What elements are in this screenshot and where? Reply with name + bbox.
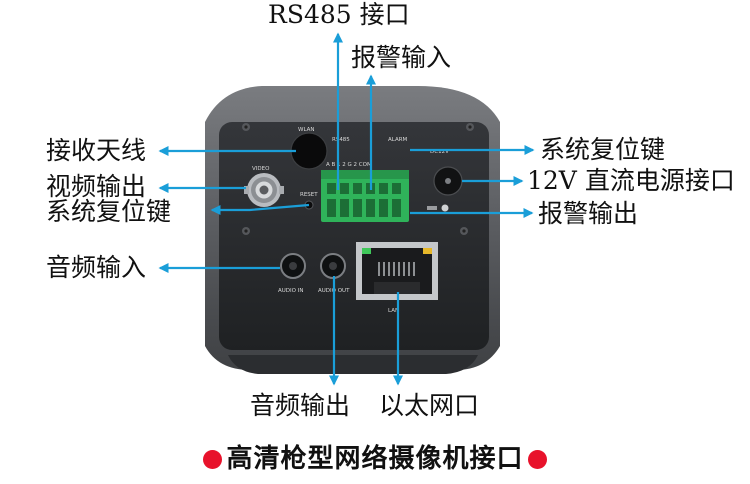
caption: 高清枪型网络摄像机接口 xyxy=(0,438,750,475)
label-audio-out: 音频输出 xyxy=(250,391,351,420)
antenna-port xyxy=(290,132,328,170)
arrow-reset-left xyxy=(210,203,310,215)
panel-print-audio-in: AUDIO IN xyxy=(278,288,303,294)
caption-bullet-right xyxy=(527,450,547,469)
rj45-lan-port xyxy=(356,242,438,300)
dc-power-jack xyxy=(433,166,463,196)
panel-print-terminal: A B 1 2 G 2 COM xyxy=(326,162,372,168)
caption-bullet-left xyxy=(203,450,223,469)
panel-print-lan: LAN xyxy=(388,308,399,314)
panel-print-power: DC12V xyxy=(430,149,449,155)
label-alarm-out: 报警输出 xyxy=(538,199,639,228)
bnc-video-connector xyxy=(244,173,284,207)
panel-screws xyxy=(242,123,474,235)
terminal-block xyxy=(321,170,409,222)
rear-panel xyxy=(219,122,489,350)
alarm-indicator xyxy=(427,204,449,212)
label-reset-left: 系统复位键 xyxy=(46,197,172,226)
caption-text: 高清枪型网络摄像机接口 xyxy=(226,444,524,474)
audio-out-jack xyxy=(320,253,346,279)
label-reset-right: 系统复位键 xyxy=(540,135,666,164)
label-dc12v: 12V 直流电源接口 xyxy=(527,166,735,195)
panel-print-reset: RESET xyxy=(300,192,318,198)
label-video-out: 视频输出 xyxy=(46,172,147,201)
audio-in-jack xyxy=(280,253,306,279)
label-alarm-in: 报警输入 xyxy=(351,43,452,72)
label-audio-in: 音频输入 xyxy=(46,253,147,282)
panel-print: WLAN VIDEO RS485 ALARM RESET DC12V A B 1… xyxy=(252,127,449,314)
label-antenna: 接收天线 xyxy=(46,136,147,165)
panel-print-video: VIDEO xyxy=(252,166,270,172)
panel-print-alarm: ALARM xyxy=(388,137,408,143)
panel-print-wlan: WLAN xyxy=(298,127,315,133)
panel-print-rs485: RS485 xyxy=(332,137,350,143)
label-ethernet: 以太网口 xyxy=(379,391,480,420)
label-rs485: RS485 接口 xyxy=(268,0,410,29)
